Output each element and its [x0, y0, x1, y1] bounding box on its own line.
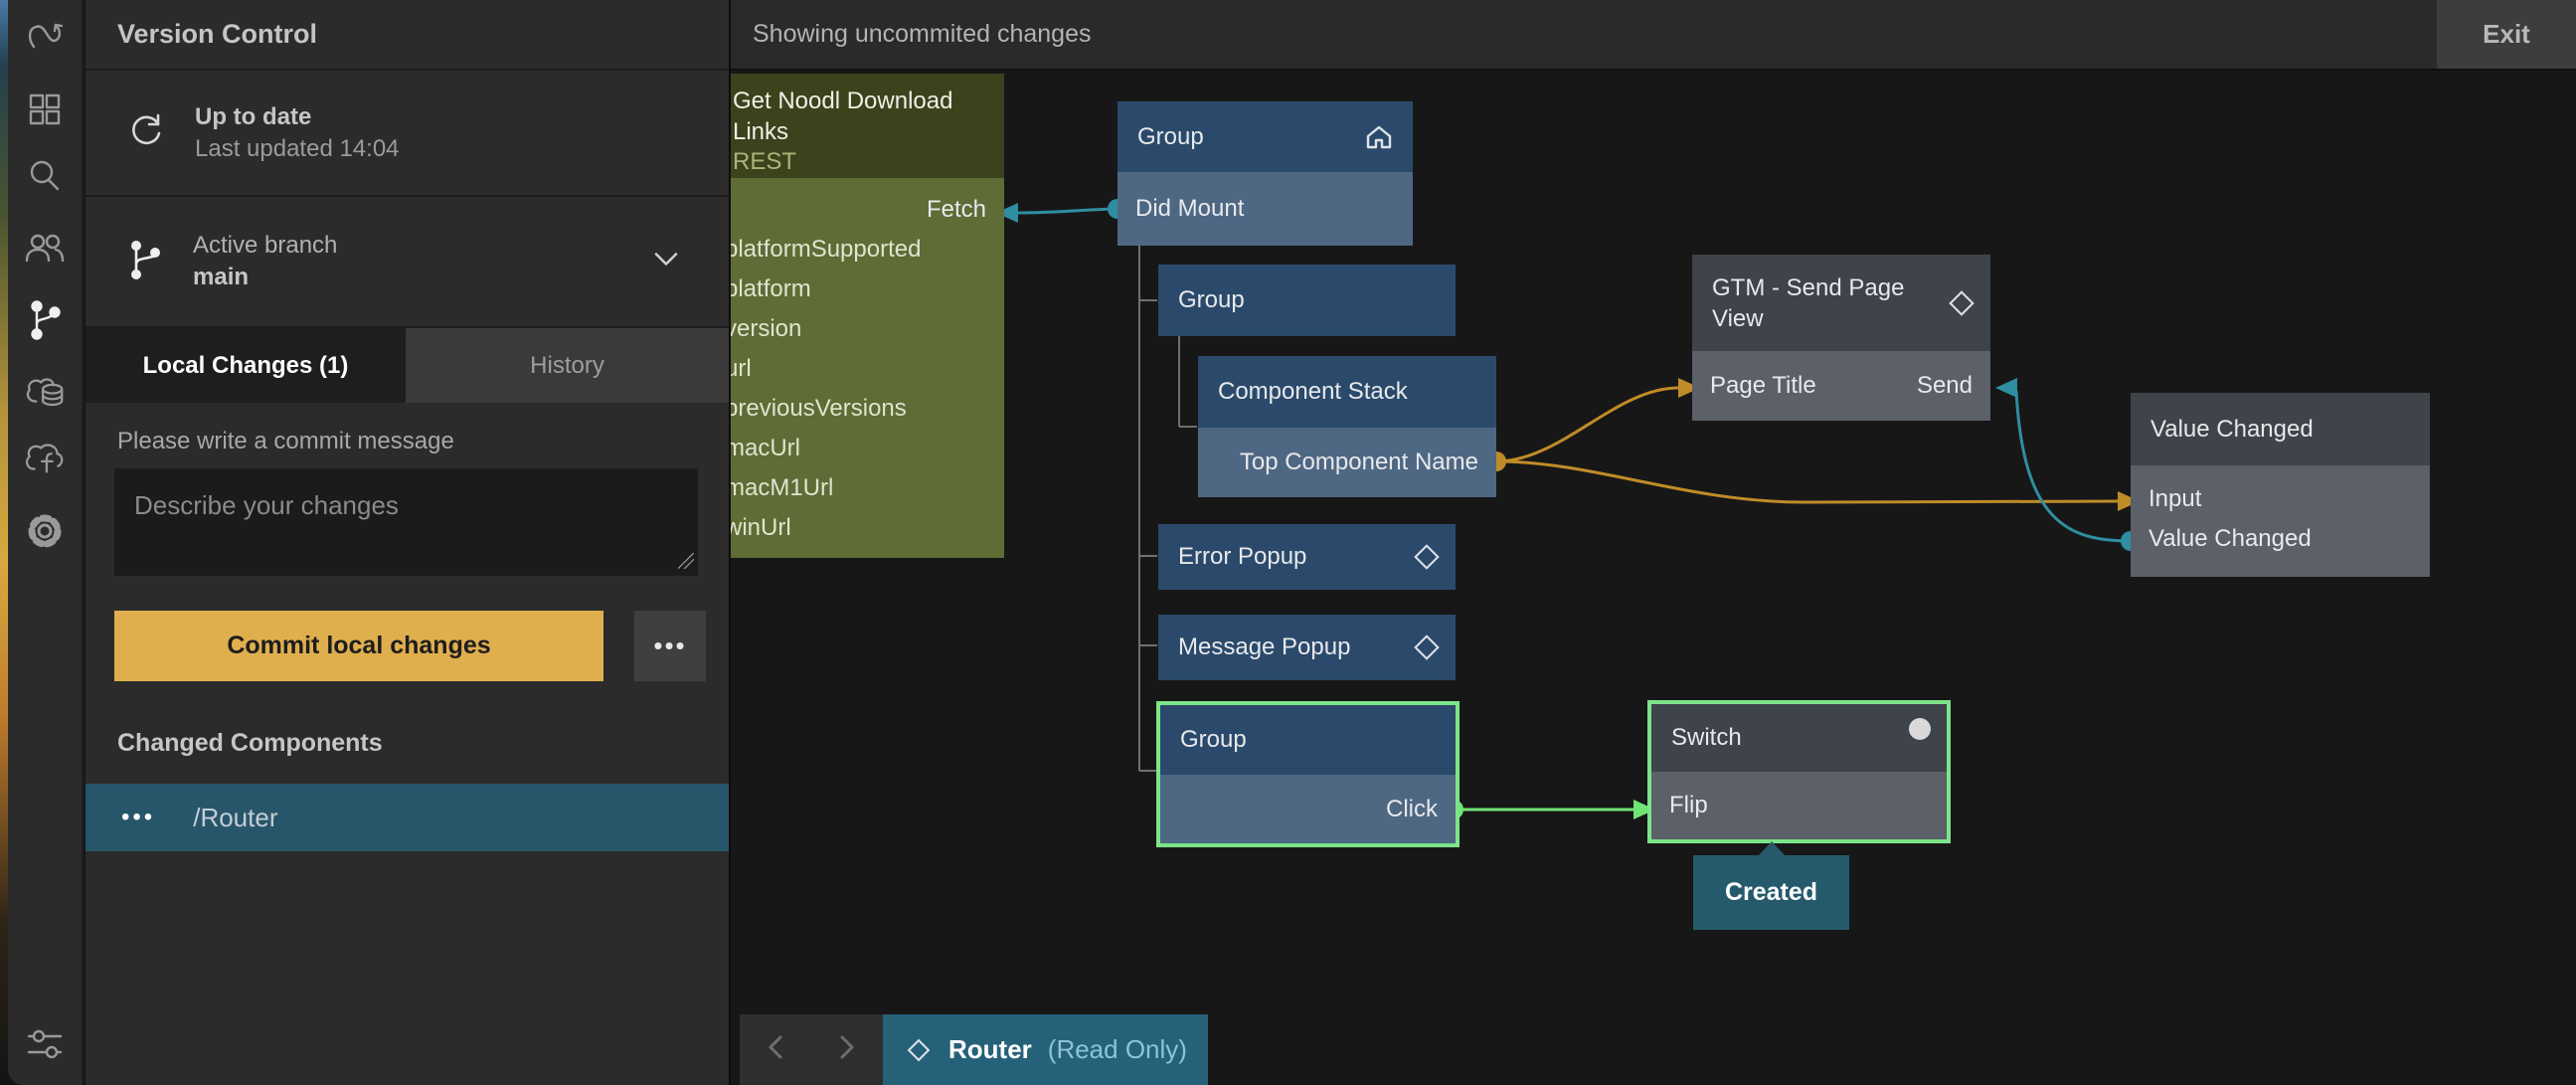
node-title: Get Noodl Download [733, 88, 953, 114]
node-title: Error Popup [1178, 543, 1307, 570]
port-top-component-name[interactable]: Top Component Name [1198, 428, 1496, 497]
node-rest[interactable]: Get Noodl Download Links REST Fetch plat… [731, 74, 1004, 558]
port-value-changed[interactable]: Value Changed [2148, 525, 2312, 552]
tab-local-changes[interactable]: Local Changes (1) [86, 328, 406, 403]
collaborators-icon[interactable] [23, 227, 67, 271]
component-diamond-icon [1949, 289, 1975, 316]
component-diamond-icon [1414, 634, 1440, 660]
node-group-selected[interactable]: Group Click [1156, 701, 1460, 847]
component-diamond-icon [1414, 544, 1440, 570]
node-component-stack[interactable]: Component Stack Top Component Name [1198, 356, 1496, 497]
port-flip[interactable]: Flip [1651, 772, 1947, 839]
port-output[interactable]: previousVersions [731, 395, 907, 422]
changed-component-row-router[interactable]: ••• /Router [86, 784, 729, 851]
node-group-home[interactable]: Group Did Mount [1117, 101, 1413, 246]
version-control-icon[interactable] [23, 298, 67, 342]
node-title: Switch [1671, 724, 1742, 751]
node-title: Group [1137, 122, 1204, 150]
cloud-database-icon[interactable] [23, 372, 67, 416]
forward-arrow-icon[interactable] [834, 1031, 860, 1068]
port-click[interactable]: Click [1160, 775, 1456, 843]
node-title: GTM - Send Page View [1712, 273, 1905, 332]
port-did-mount[interactable]: Did Mount [1117, 172, 1413, 246]
port-input[interactable]: Input [2148, 485, 2202, 512]
panel-title: Version Control [117, 19, 318, 49]
node-graph-canvas[interactable]: Get Noodl Download Links REST Fetch plat… [731, 73, 2576, 1085]
component-diamond-icon [907, 1038, 931, 1061]
left-icon-rail [8, 0, 84, 1085]
node-title-line2: Links [733, 118, 789, 145]
back-arrow-icon[interactable] [763, 1031, 788, 1068]
node-message-popup[interactable]: Message Popup [1158, 615, 1456, 680]
node-title: Message Popup [1178, 633, 1351, 660]
node-group-mid[interactable]: Group [1158, 265, 1456, 336]
commit-more-button[interactable]: ••• [634, 611, 706, 681]
component-dots-icon: ••• [121, 804, 156, 830]
active-branch-row[interactable]: Active branch main [86, 197, 729, 328]
search-icon[interactable] [23, 154, 67, 198]
refresh-icon[interactable] [125, 109, 167, 156]
port-page-title[interactable]: Page Title [1710, 372, 1816, 399]
commit-message-prompt: Please write a commit message [117, 428, 454, 454]
components-grid-icon[interactable] [23, 88, 67, 131]
git-branch-icon [125, 237, 165, 287]
node-title: Group [1180, 726, 1247, 753]
commit-button[interactable]: Commit local changes [114, 611, 603, 681]
badge-pointer [1759, 841, 1785, 855]
commit-message-input[interactable] [114, 468, 698, 576]
history-nav [740, 1014, 883, 1085]
read-only-badge: (Read Only) [1047, 1034, 1187, 1064]
tab-history[interactable]: History [406, 328, 729, 403]
noodl-logo-icon[interactable] [23, 15, 67, 59]
active-branch-label: Active branch [193, 232, 338, 259]
node-title: Group [1178, 286, 1245, 313]
component-name: /Router [193, 802, 278, 832]
port-output[interactable]: winUrl [731, 514, 791, 541]
sync-status-text: Up to date [195, 102, 312, 130]
connection-wires [996, 199, 2141, 819]
node-error-popup[interactable]: Error Popup [1158, 524, 1456, 590]
port-output[interactable]: url [731, 355, 752, 382]
port-output[interactable]: macM1Url [731, 474, 834, 501]
home-icon [1366, 125, 1392, 148]
tab-component-name: Router [948, 1034, 1032, 1064]
sync-updated-text: Last updated 14:04 [195, 134, 400, 162]
app-window: Version Control Up to date Last updated … [8, 0, 2576, 1085]
node-gtm-send-page-view[interactable]: GTM - Send Page View Page Title Send [1692, 255, 1990, 421]
node-value-changed[interactable]: Value Changed Input Value Changed [2131, 393, 2430, 577]
gtm-ports-row[interactable]: Page Title Send [1692, 351, 1990, 421]
port-output[interactable]: macUrl [731, 435, 800, 461]
port-send[interactable]: Send [1916, 372, 1973, 399]
chevron-down-icon[interactable] [651, 250, 681, 274]
node-switch[interactable]: Switch Flip [1647, 700, 1951, 843]
port-output[interactable]: platform [731, 275, 811, 302]
canvas-top-bar: Showing uncommited changes Exit [731, 0, 2576, 71]
port-output[interactable]: version [731, 315, 802, 342]
exit-button[interactable]: Exit [2437, 0, 2576, 69]
port-output[interactable]: platformSupported [731, 236, 922, 263]
sync-status-row[interactable]: Up to date Last updated 14:04 [86, 71, 729, 197]
changed-components-heading: Changed Components [117, 729, 383, 757]
node-subtitle: REST [733, 148, 797, 175]
panel-tabs: Local Changes (1) History [86, 328, 729, 403]
active-branch-name: main [193, 264, 250, 290]
version-control-panel: Version Control Up to date Last updated … [86, 0, 731, 1085]
node-title: Component Stack [1218, 378, 1408, 405]
node-title: Value Changed [2150, 415, 2314, 443]
port-fetch[interactable]: Fetch [926, 196, 986, 223]
created-badge: Created [1693, 841, 1849, 930]
status-dot [1909, 718, 1931, 740]
cloud-functions-icon[interactable] [23, 438, 67, 481]
panel-header: Version Control [86, 0, 729, 71]
uncommitted-status-text: Showing uncommited changes [753, 20, 1092, 48]
open-component-tab-router[interactable]: Router (Read Only) [883, 1014, 1208, 1085]
preferences-sliders-icon[interactable] [23, 1022, 67, 1066]
settings-gear-icon[interactable] [23, 509, 67, 553]
